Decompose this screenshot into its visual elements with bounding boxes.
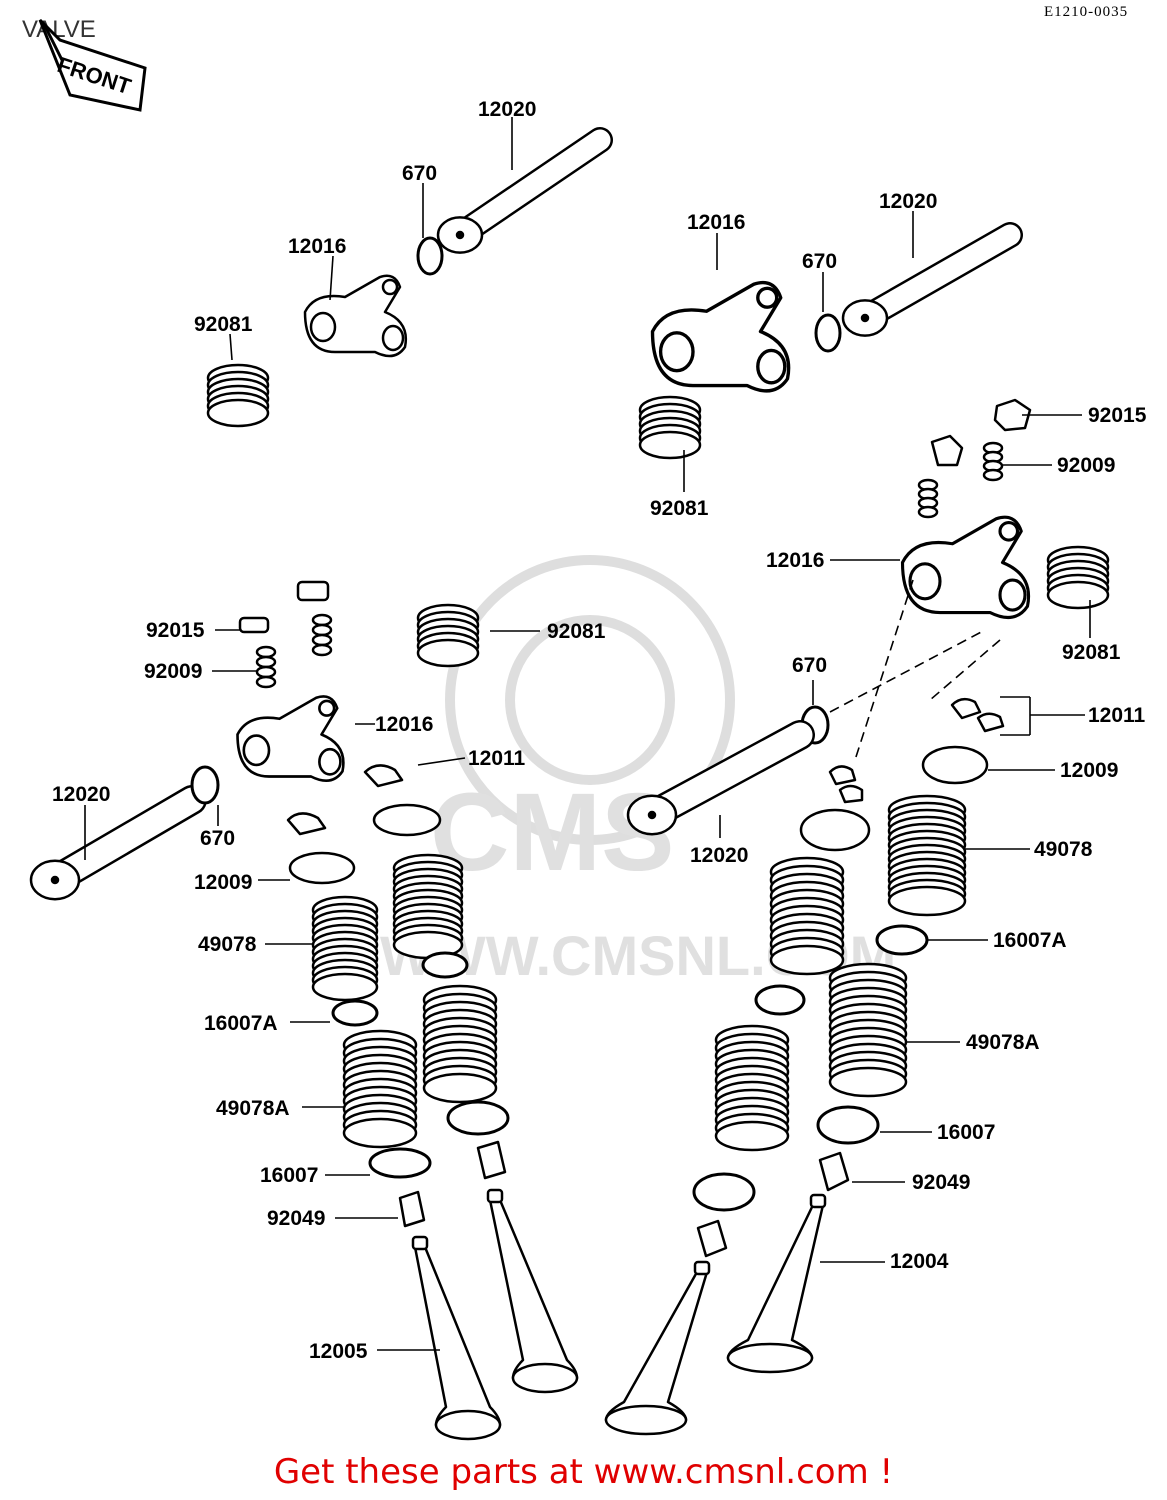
part-label-92049: 92049 [267, 1207, 326, 1230]
part-label-12004: 12004 [890, 1250, 949, 1273]
stem-seal-part [818, 1151, 850, 1192]
spring-retainer-part [921, 745, 989, 785]
diagram-code: E1210-0035 [1044, 4, 1129, 20]
part-label-12016: 12016 [375, 713, 434, 736]
spring-seat-part [692, 1172, 756, 1212]
part-label-16007A: 16007A [204, 1012, 278, 1035]
part-label-49078A: 49078A [216, 1097, 290, 1120]
collet-part [363, 764, 404, 788]
o-ring-part [416, 236, 444, 276]
part-label-92015: 92015 [146, 619, 205, 642]
rocker-shaft-part [29, 785, 207, 901]
part-label-12016: 12016 [766, 549, 825, 572]
part-label-12020: 12020 [52, 783, 111, 806]
inner-valve-spring-part [342, 1029, 418, 1149]
part-label-92049: 92049 [912, 1171, 971, 1194]
spring-seat-part [421, 951, 469, 979]
collet-part [838, 784, 864, 804]
part-label-12011: 12011 [468, 747, 526, 770]
o-ring-part [190, 765, 220, 805]
adjuster-screw-part [982, 441, 1004, 482]
outer-valve-spring-part [887, 794, 967, 917]
intake-valve-part [486, 1188, 579, 1394]
spring-seat-part [875, 924, 929, 956]
part-label-92009: 92009 [1057, 454, 1116, 477]
adjuster-nut-part [238, 616, 270, 634]
part-label-670: 670 [200, 827, 236, 850]
part-label-12020: 12020 [478, 98, 537, 121]
footer-link[interactable]: Get these parts at www.cmsnl.com ! [273, 1452, 894, 1492]
adjuster-nut-part [296, 580, 330, 602]
part-label-16007: 16007 [260, 1164, 319, 1187]
stem-seal-part [696, 1219, 728, 1258]
part-label-16007A: 16007A [993, 929, 1067, 952]
outer-valve-spring-part [311, 895, 379, 1002]
inner-valve-spring-part [714, 1024, 790, 1152]
adjuster-screw-part [255, 645, 277, 689]
part-label-12009: 12009 [194, 871, 253, 894]
stem-seal-part [476, 1140, 507, 1180]
spring-seat-part [816, 1105, 880, 1145]
part-label-12011: 12011 [1088, 704, 1146, 727]
front-arrow-icon [38, 18, 147, 112]
adjuster-screw-part [917, 478, 939, 519]
exhaust-valve-part [604, 1260, 711, 1436]
collet-part [828, 765, 857, 786]
rocker-spring-part [1046, 545, 1110, 610]
part-label-92081: 92081 [194, 313, 253, 336]
outer-valve-spring-part [769, 856, 845, 976]
rocker-spring-part [638, 395, 702, 460]
rocker-shaft-part [436, 127, 613, 254]
part-label-12020: 12020 [690, 844, 749, 867]
watermark-logo: CMS [430, 771, 674, 894]
part-label-12016: 12016 [687, 211, 746, 234]
part-label-92081: 92081 [1062, 641, 1121, 664]
spring-retainer-part [288, 851, 356, 885]
rocker-arm-part [303, 274, 408, 358]
inner-valve-spring-part [828, 962, 908, 1098]
spring-retainer-part [799, 808, 871, 852]
part-label-92081: 92081 [650, 497, 709, 520]
part-label-12016: 12016 [288, 235, 347, 258]
outer-valve-spring-part [392, 853, 464, 960]
spring-seat-part [368, 1147, 432, 1179]
part-label-670: 670 [402, 162, 438, 185]
part-label-92081: 92081 [547, 620, 606, 643]
o-ring-part [814, 313, 842, 353]
rocker-spring-part [416, 603, 480, 668]
part-label-16007: 16007 [937, 1121, 996, 1144]
rocker-arm-part [900, 515, 1031, 620]
rocker-arm-part [650, 280, 791, 393]
part-label-12009: 12009 [1060, 759, 1119, 782]
part-label-12020: 12020 [879, 190, 938, 213]
part-label-92015: 92015 [1088, 404, 1147, 427]
part-label-670: 670 [792, 654, 828, 677]
exhaust-valve-part [411, 1235, 502, 1441]
rocker-spring-part [206, 363, 270, 428]
part-label-49078: 49078 [198, 933, 257, 956]
collet-part [950, 697, 982, 720]
adjuster-nut-part [993, 398, 1032, 432]
intake-valve-part [726, 1193, 827, 1374]
adjuster-screw-part [311, 613, 333, 657]
spring-seat-part [331, 999, 379, 1027]
collet-part [976, 712, 1005, 733]
part-label-49078: 49078 [1034, 838, 1093, 861]
spring-seat-part [754, 984, 806, 1016]
part-label-670: 670 [802, 250, 838, 273]
part-label-92009: 92009 [144, 660, 203, 683]
adjuster-nut-part [930, 434, 964, 467]
collet-part [286, 812, 327, 836]
rocker-shaft-part [626, 720, 815, 836]
part-label-49078A: 49078A [966, 1031, 1040, 1054]
inner-valve-spring-part [422, 984, 498, 1104]
rocker-shaft-part [841, 222, 1023, 337]
spring-retainer-part [372, 803, 442, 837]
rocker-arm-part [236, 695, 345, 782]
part-label-12005: 12005 [309, 1340, 368, 1363]
spring-seat-part [446, 1100, 510, 1136]
stem-seal-part [398, 1190, 426, 1228]
